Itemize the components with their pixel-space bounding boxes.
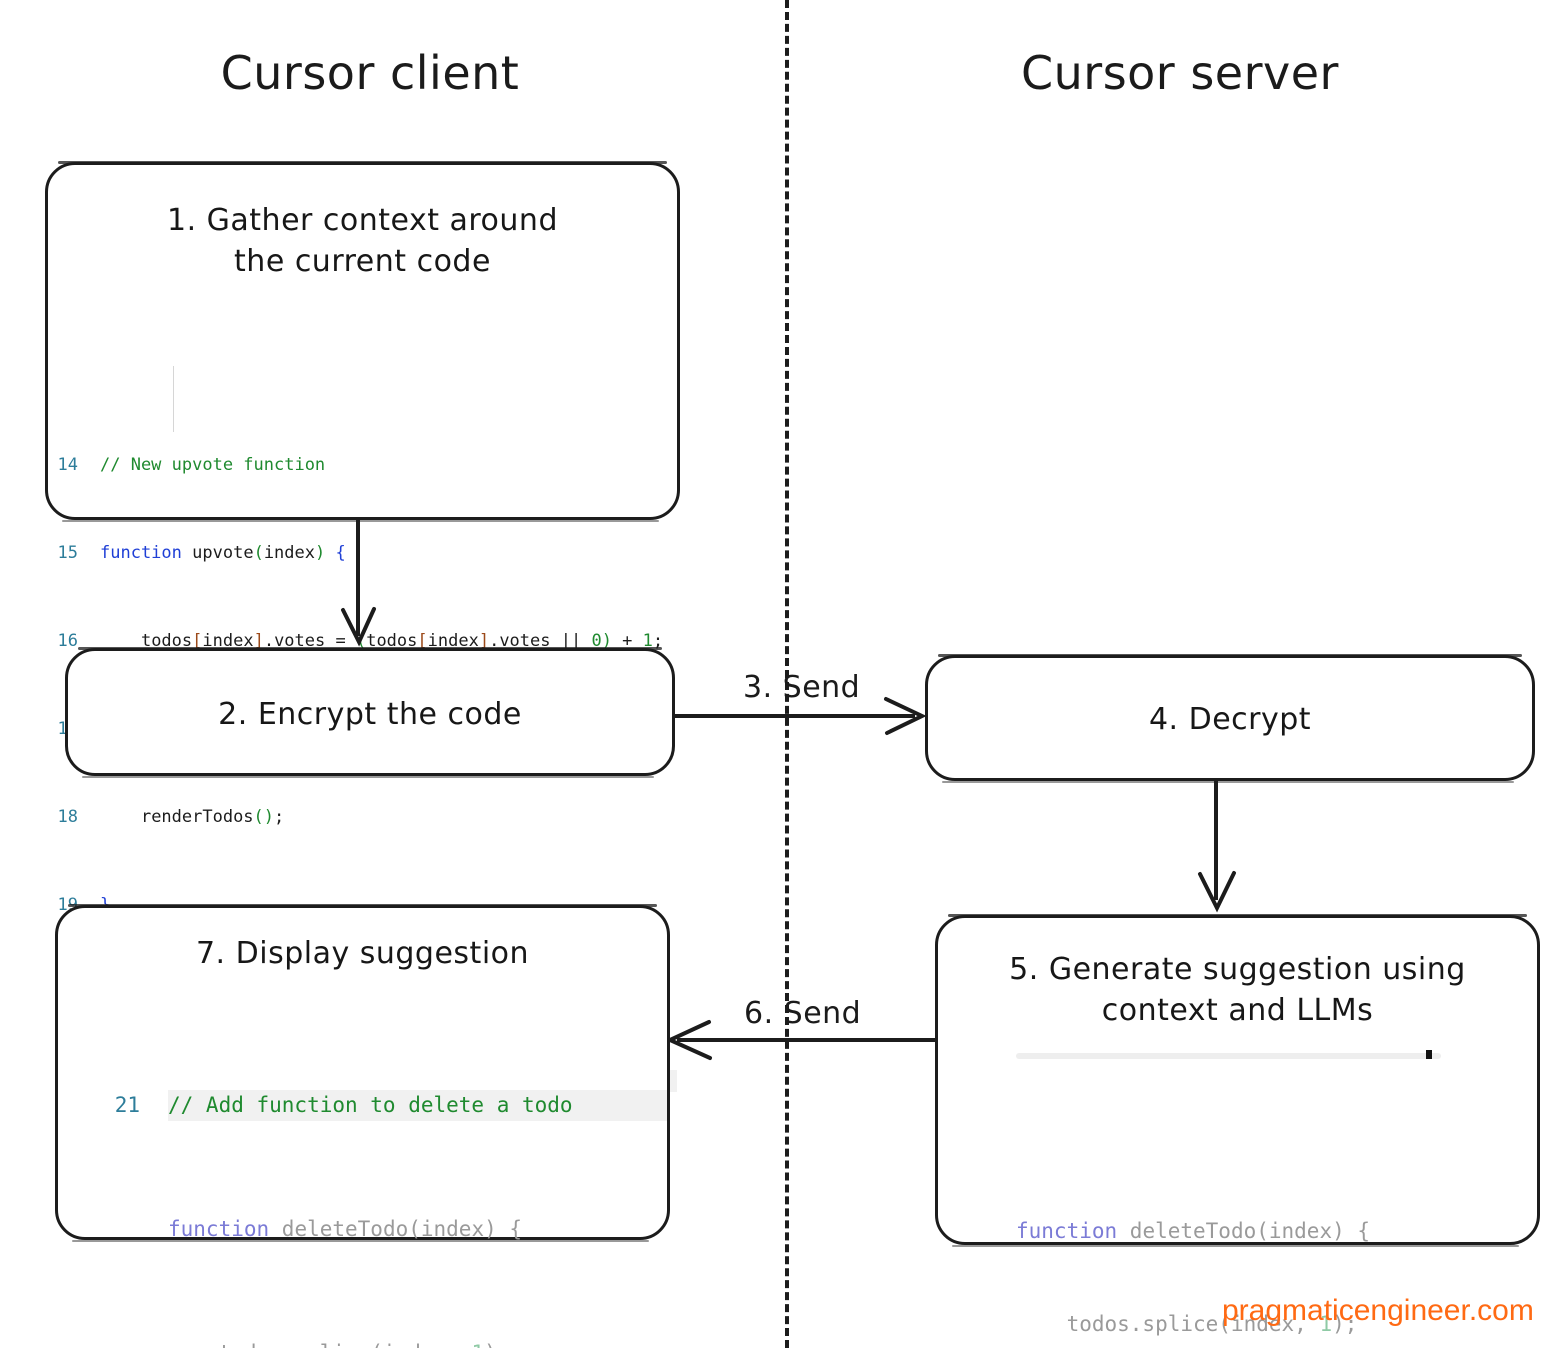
code-number: 1 (642, 631, 653, 651)
code-keyword: function (1016, 1219, 1118, 1243)
code-arg: index (263, 543, 315, 563)
suggestion-divider-bar (1016, 1053, 1441, 1059)
code-function-name: renderTodos (140, 807, 254, 827)
code-bracket: [ (417, 631, 428, 651)
step-7-code-editor[interactable]: 21 // Add function to delete a todo func… (58, 997, 667, 1348)
step-5-code-suggestion: function deleteTodo(index) { todos.splic… (1016, 1050, 1537, 1348)
code-space (182, 543, 192, 563)
code-number: 1 (1319, 1312, 1333, 1336)
step-1-title-line2: the current code (234, 243, 491, 279)
code-function-name: upvote (192, 543, 254, 563)
column-title-server: Cursor server (1021, 46, 1339, 100)
code-line: function deleteTodo(index) { (58, 1214, 667, 1245)
code-ident: .votes = (263, 631, 356, 651)
column-title-client: Cursor client (220, 46, 520, 100)
code-keyword: function (100, 543, 182, 563)
code-bracket: ] (478, 631, 490, 651)
code-text: todos.splice(index, (1016, 1312, 1320, 1336)
arrow-step1-to-step2 (341, 520, 376, 647)
code-paren: ( (253, 543, 264, 563)
code-text: ); (1332, 1312, 1358, 1336)
line-number: 15 (57, 543, 78, 563)
code-line-current: 21 // Add function to delete a todo (58, 1089, 667, 1121)
client-server-divider (785, 0, 789, 1348)
step-4-box: 4. Decrypt (925, 654, 1535, 783)
code-ident: todos (366, 631, 418, 651)
code-line: 14 // New upvote function (48, 454, 677, 476)
edge-label-6-send: 6. Send (744, 996, 862, 1031)
code-paren: () (253, 807, 275, 827)
step-1-box: 1. Gather context around the current cod… (45, 161, 680, 1092)
code-signature: deleteTodo(index) { (269, 1216, 523, 1241)
code-line: 15 function upvote(index) { (48, 542, 677, 564)
step-5-box: 5. Generate suggestion using context and… (935, 914, 1540, 1336)
step-7-box: 7. Display suggestion 21 // Add function… (55, 904, 670, 1348)
code-comment: // New upvote function (100, 455, 326, 475)
arrow-step4-to-step5 (1198, 780, 1236, 913)
line-number-blank (58, 1214, 168, 1245)
code-comment: // Add function to delete a todo (168, 1092, 573, 1117)
indent-guide (173, 366, 174, 432)
watermark-pragmaticengineer: pragmaticengineer.com (1222, 1294, 1534, 1327)
suggestion-marker-dot (1426, 1050, 1432, 1059)
code-text: todos.splice(index, (168, 1341, 471, 1348)
code-line: todos.splice(index, 1); (58, 1338, 667, 1348)
step-5-title-line2: context and LLMs (1101, 992, 1374, 1028)
code-line: function deleteTodo(index) { (1016, 1216, 1537, 1247)
code-semicolon: ; (652, 631, 664, 651)
code-number: 0 (591, 631, 602, 651)
code-indent (100, 807, 141, 827)
line-number-blank (58, 1338, 168, 1348)
code-ident: index (202, 631, 254, 651)
code-paren: ) (315, 543, 326, 563)
line-number: 18 (57, 807, 78, 827)
code-number: 1 (471, 1341, 484, 1348)
step-1-title-line1: 1. Gather context around (167, 203, 558, 238)
code-text: ); (484, 1341, 509, 1348)
step-2-box: 2. Encrypt the code (65, 647, 675, 778)
arrow-step2-to-step4 (674, 697, 927, 735)
code-line: todos.splice(index, 1); (1016, 1309, 1537, 1340)
code-ident: .votes || (489, 631, 592, 651)
step-4-title: 4. Decrypt (1148, 702, 1312, 737)
arrow-step5-to-step7 (665, 1020, 937, 1060)
line-number: 14 (57, 455, 78, 475)
code-bracket: ] (253, 631, 264, 651)
edge-label-3-send: 3. Send (743, 670, 861, 705)
line-number: 16 (57, 631, 78, 651)
code-ident: index (427, 631, 479, 651)
code-ident: todos (140, 631, 193, 651)
line-number: 21 (114, 1092, 140, 1117)
step-2-title: 2. Encrypt the code (218, 697, 522, 732)
step-5-title-line1: 5. Generate suggestion using (1009, 952, 1466, 987)
code-keyword: function (168, 1216, 270, 1241)
code-bracket: [ (192, 631, 203, 651)
code-line: 18 renderTodos(); (48, 806, 677, 828)
step-7-title: 7. Display suggestion (195, 936, 530, 971)
code-signature: deleteTodo(index) { (1117, 1219, 1371, 1243)
code-paren: ) (601, 631, 612, 651)
code-brace: { (325, 543, 346, 563)
code-op: + (611, 631, 643, 651)
code-semicolon: ; (274, 807, 285, 827)
